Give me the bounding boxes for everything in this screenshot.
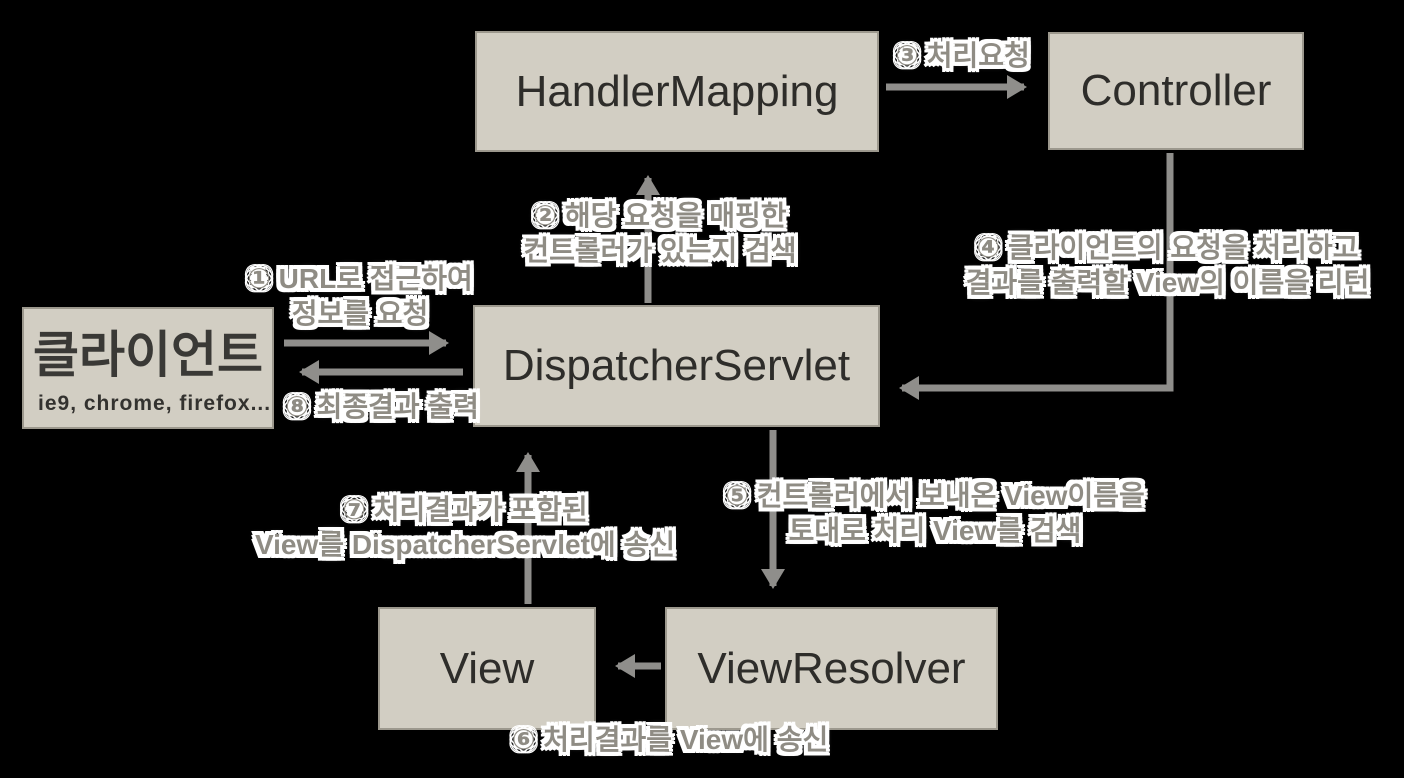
- step3-label: ③ 처리요청: [875, 38, 1050, 73]
- controller-label: Controller: [1080, 66, 1272, 115]
- client-box-content: 클라이언트 ie9, chrome, firefox...: [24, 309, 272, 427]
- step2-line1: ② 해당 요청을 매핑한: [533, 200, 787, 231]
- dispatcher-servlet-box: DispatcherServlet: [473, 305, 880, 427]
- step5-label: ⑤ 컨트롤러에서 보내온 View이름을 토대로 처리 View를 검색: [685, 478, 1185, 548]
- client-title: 클라이언트: [33, 327, 263, 383]
- step7-label: ⑦ 처리결과가 포함된 View를 DispatcherServlet에 송신: [240, 492, 690, 562]
- step4-line1: ④ 클라이언트의 요청을 처리하고: [976, 232, 1359, 263]
- step5-line2: 토대로 처리 View를 검색: [788, 515, 1082, 546]
- step4-line2: 결과를 출력할 View의 이름을 리턴: [965, 267, 1370, 298]
- step8-label: ⑧ 최종결과 출력: [252, 389, 512, 424]
- step7-line2: View를 DispatcherServlet에 송신: [254, 529, 675, 560]
- controller-box: Controller: [1048, 32, 1304, 150]
- view-resolver-label: ViewResolver: [697, 643, 966, 693]
- step2-line2: 컨트롤러가 있는지 검색: [523, 235, 797, 266]
- step4-label: ④ 클라이언트의 요청을 처리하고 결과를 출력할 View의 이름을 리턴: [935, 230, 1400, 300]
- view-box: View: [378, 607, 596, 730]
- step6-label: ⑥ 처리결과를 View에 송신: [460, 722, 880, 757]
- dispatcher-servlet-label: DispatcherServlet: [502, 341, 851, 390]
- handler-mapping-label: HandlerMapping: [515, 66, 839, 116]
- arrow-step4-controller-to-dispatcher: [899, 153, 1174, 400]
- step8-line1: ⑧ 최종결과 출력: [285, 391, 479, 422]
- step2-label: ② 해당 요청을 매핑한 컨트롤러가 있는지 검색: [460, 198, 860, 268]
- client-box: 클라이언트 ie9, chrome, firefox...: [22, 307, 274, 429]
- step6-line1: ⑥ 처리결과를 View에 송신: [511, 724, 829, 755]
- step3-line1: ③ 처리요청: [895, 40, 1030, 71]
- client-subtitle: ie9, chrome, firefox...: [38, 392, 272, 415]
- step1-label: ① URL로 접근하여 정보를 요청: [210, 261, 510, 331]
- handler-mapping-box: HandlerMapping: [475, 31, 879, 152]
- step1-line2: 정보를 요청: [291, 298, 429, 329]
- step5-line1: ⑤ 컨트롤러에서 보내온 View이름을: [725, 480, 1145, 511]
- step1-line1: ① URL로 접근하여: [247, 263, 473, 294]
- view-label: View: [439, 643, 535, 693]
- view-resolver-box: ViewResolver: [665, 607, 998, 730]
- step7-line1: ⑦ 처리결과가 포함된: [342, 494, 588, 525]
